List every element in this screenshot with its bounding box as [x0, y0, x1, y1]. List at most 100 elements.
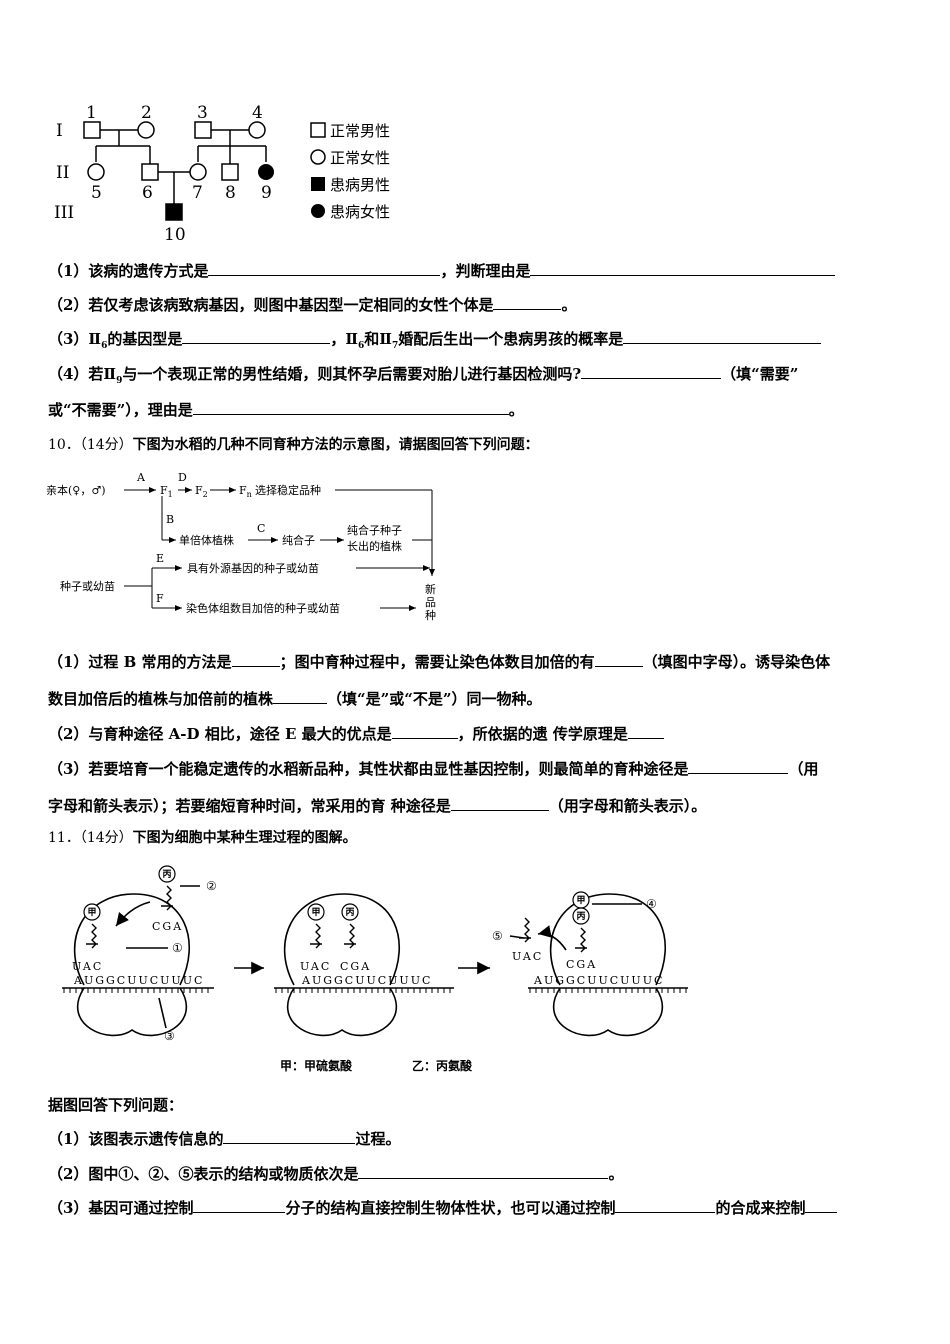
individual-number: 5 — [91, 183, 102, 203]
q9-part4: （4）若Ⅱ9与一个表现正常的男性结婚，则其怀孕后需要对胎儿进行基因检测吗?（填“… — [48, 363, 799, 386]
answer-blank[interactable] — [627, 723, 664, 739]
alanine-icon: 丙 — [345, 907, 354, 918]
q11-part3: （3）基因可通过控制分子的结构直接控制生物体性状，也可以通过控制的合成来控制 — [48, 1197, 838, 1218]
f2-label: F — [195, 484, 203, 497]
answer-blank[interactable] — [231, 651, 280, 667]
q10-part2: （2）与育种途径 A-D 相比，途径 E 最大的优点是，所依据的遗 传学原理是 — [48, 723, 664, 744]
label-2: ② — [206, 879, 217, 893]
pure-label: 纯合子 — [282, 533, 315, 547]
label-1: ① — [172, 941, 183, 955]
label-5: ⑤ — [492, 929, 503, 943]
answer-blank[interactable] — [208, 260, 441, 276]
anticodon-cga: CGA — [340, 960, 371, 973]
answer-blank[interactable] — [805, 1197, 838, 1213]
anticodon-uac: UAC — [72, 960, 103, 973]
individual-number: 4 — [252, 103, 263, 123]
answer-blank[interactable] — [623, 328, 822, 344]
haploid-label: 单倍体植株 — [179, 533, 234, 547]
svg-text:F2: F2 — [195, 484, 208, 499]
step-f-label: F — [156, 592, 164, 605]
step-d-label: D — [178, 471, 187, 484]
methionine-icon: 甲 — [87, 907, 96, 918]
individual-number: 3 — [197, 103, 208, 123]
anticodon-uac: UAC — [300, 960, 331, 973]
step-c-label: C — [257, 522, 265, 535]
q11-part2: （2）图中①、②、⑤表示的结构或物质依次是。 — [48, 1163, 624, 1183]
legend-alanine: 乙：丙氨酸 — [412, 1058, 473, 1073]
translation-diagram: 丙 甲 甲 丙 甲 丙 ② ① ③ ④ ⑤ CGA UAC AUGGCUUCUU… — [62, 865, 688, 1073]
legend-methionine: 甲：甲硫氨酸 — [280, 1058, 353, 1073]
answer-blank[interactable] — [273, 688, 328, 704]
alanine-icon: 丙 — [576, 911, 585, 922]
individual-number: 7 — [192, 183, 203, 203]
svg-text:种: 种 — [425, 608, 436, 622]
step-b-label: B — [166, 513, 174, 526]
pure-seed-label: 纯合子种子 — [347, 523, 402, 537]
answer-blank[interactable] — [192, 399, 509, 415]
generation-label: III — [54, 203, 74, 223]
fn-label: F — [239, 484, 247, 497]
individual-number: 9 — [261, 183, 272, 203]
q11-intro: 据图回答下列问题： — [48, 1096, 184, 1114]
q10-heading: 10．（14分）下图为水稻的几种不同育种方法的示意图，请据图回答下列问题： — [48, 437, 539, 453]
answer-blank[interactable] — [493, 294, 562, 310]
q11-heading: 11．（14分）下图为细胞中某种生理过程的图解。 — [48, 830, 357, 846]
legend-normal-male: 正常男性 — [330, 122, 390, 140]
legend-affected-male: 患病男性 — [330, 176, 390, 194]
answer-blank[interactable] — [358, 1163, 609, 1179]
generation-label: I — [56, 121, 63, 141]
step-e-label: E — [156, 552, 164, 565]
new-variety-label: 新 — [425, 582, 436, 596]
individual-number: 10 — [164, 225, 186, 245]
breeding-diagram: 亲本(♀，♂) A D B C E F F1 F2 Fn 选择稳定品种 单倍体植… — [46, 471, 436, 622]
label-4: ④ — [646, 897, 657, 911]
pedigree-chart: I II III 1 2 3 4 5 6 7 8 9 10 正常男性 正常女性 … — [54, 103, 390, 245]
svg-text:品: 品 — [425, 596, 436, 609]
q10-part1-cont: 数目加倍后的植株与加倍前的植株（填“是”或“不是”）同一物种。 — [48, 688, 542, 708]
select-label: 选择稳定品种 — [255, 483, 321, 497]
answer-blank[interactable] — [615, 1197, 716, 1213]
mrna-sequence: AUGGCUUCUUUC — [533, 974, 664, 987]
svg-text:Fn: Fn — [239, 484, 252, 499]
q9-part2: （2）若仅考虑该病致病基因，则图中基因型一定相同的女性个体是。 — [48, 294, 577, 314]
individual-number: 1 — [86, 103, 97, 123]
methionine-icon: 甲 — [576, 895, 585, 906]
individual-number: 6 — [142, 183, 153, 203]
anticodon-uac: UAC — [512, 950, 543, 963]
methionine-icon: 甲 — [311, 907, 320, 918]
q10-part1: （1）过程 B 常用的方法是；图中育种过程中，需要让染色体数目加倍的有（填图中字… — [48, 651, 831, 671]
answer-blank[interactable] — [581, 363, 722, 379]
individual-number: 2 — [141, 103, 152, 123]
answer-blank[interactable] — [450, 795, 549, 811]
svg-text:F1: F1 — [160, 484, 173, 499]
q10-part3-cont: 字母和箭头表示）；若要缩短育种时间，常采用的育 种途径是（用字母和箭头表示）。 — [48, 795, 707, 815]
foreign-gene-label: 具有外源基因的种子或幼苗 — [187, 561, 319, 575]
answer-blank[interactable] — [223, 1128, 356, 1144]
individual-number: 8 — [225, 183, 236, 203]
parent-label: 亲本(♀，♂) — [46, 483, 106, 497]
q11-part1: （1）该图表示遗传信息的过程。 — [48, 1128, 401, 1148]
step-a-label: A — [136, 471, 146, 484]
doubled-label: 染色体组数目加倍的种子或幼苗 — [186, 601, 340, 615]
q9-part1: （1）该病的遗传方式是，判断理由是 — [48, 260, 836, 281]
q10-part3: （3）若要培育一个能稳定遗传的水稻新品种，其性状都由显性基因控制，则最简单的育种… — [48, 758, 819, 778]
answer-blank[interactable] — [182, 328, 331, 344]
alanine-icon: 丙 — [162, 869, 171, 880]
q9-part4-cont: 或“不需要”），理由是。 — [48, 399, 524, 419]
anticodon-cga: CGA — [566, 958, 597, 971]
answer-blank[interactable] — [193, 1197, 286, 1213]
q9-part3: （3）Ⅱ6的基因型是，Ⅱ6和Ⅱ7婚配后生出一个患病男孩的概率是 — [48, 328, 822, 356]
seed-label: 种子或幼苗 — [60, 579, 115, 593]
mrna-sequence: AUGGCUUCUUUC — [301, 974, 432, 987]
answer-blank[interactable] — [594, 651, 643, 667]
answer-blank[interactable] — [688, 758, 789, 774]
pure-seed-label-2: 长出的植株 — [347, 539, 402, 553]
answer-blank[interactable] — [530, 260, 836, 276]
label-3: ③ — [164, 1029, 175, 1043]
generation-label: II — [56, 163, 69, 183]
f1-label: F — [160, 484, 168, 497]
answer-blank[interactable] — [391, 723, 458, 739]
mrna-sequence: AUGGCUUCUUUC — [73, 974, 204, 987]
legend-normal-female: 正常女性 — [330, 149, 390, 167]
anticodon-cga: CGA — [152, 920, 183, 933]
